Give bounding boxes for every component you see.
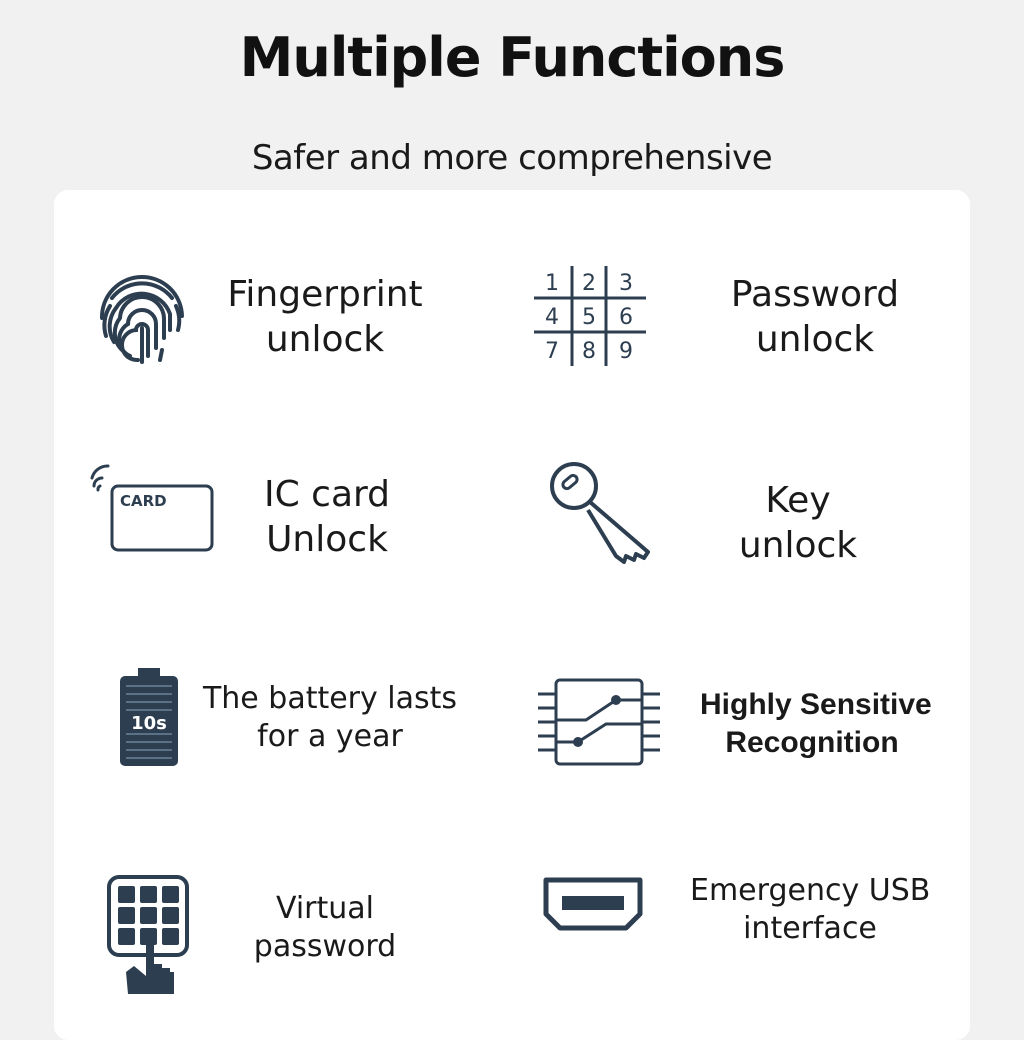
battery-text: 10s xyxy=(131,713,167,734)
keypad-key: 7 xyxy=(545,339,559,364)
battery-icon: 10s xyxy=(116,666,182,768)
keypad-key: 9 xyxy=(619,339,633,364)
feature-title: Virtual xyxy=(275,891,375,926)
feature-title: Fingerprint xyxy=(227,274,423,315)
feature-title: Highly Sensitive xyxy=(700,688,932,721)
keypad-key: 5 xyxy=(582,305,596,330)
keypad-key: 8 xyxy=(582,339,596,364)
feature-title: Emergency USB xyxy=(690,873,931,908)
feature-subtitle: Unlock xyxy=(266,519,388,560)
touch-keypad-icon xyxy=(104,872,192,996)
keypad-key: 3 xyxy=(619,271,633,296)
card-icon: CARD xyxy=(88,460,218,556)
key-icon xyxy=(548,460,658,564)
feature-subtitle: unlock xyxy=(265,319,385,360)
keypad-key: 2 xyxy=(582,271,596,296)
feature-title: Key xyxy=(765,480,831,521)
feature-subtitle: Recognition xyxy=(725,725,899,759)
feature-title: Password xyxy=(730,274,900,315)
keypad-key: 1 xyxy=(545,271,559,296)
feature-subtitle: unlock xyxy=(755,319,875,360)
feature-subtitle: interface xyxy=(743,910,877,946)
page-title: Multiple Functions xyxy=(239,26,786,89)
page-subtitle: Safer and more comprehensive xyxy=(251,138,773,178)
card-text: CARD xyxy=(120,492,167,510)
feature-subtitle: for a year xyxy=(257,718,403,754)
keypad-icon: 1 2 3 4 5 6 7 8 9 xyxy=(532,262,648,368)
feature-subtitle: password xyxy=(253,928,397,964)
feature-title: IC card xyxy=(263,474,391,515)
fingerprint-icon xyxy=(92,268,192,368)
keypad-key: 6 xyxy=(619,305,633,330)
features-panel xyxy=(54,190,970,1040)
chip-icon xyxy=(536,676,662,768)
feature-subtitle: unlock xyxy=(738,525,858,566)
keypad-key: 4 xyxy=(545,305,559,330)
feature-title: The battery lasts xyxy=(202,681,458,716)
usb-port-icon xyxy=(542,876,644,932)
